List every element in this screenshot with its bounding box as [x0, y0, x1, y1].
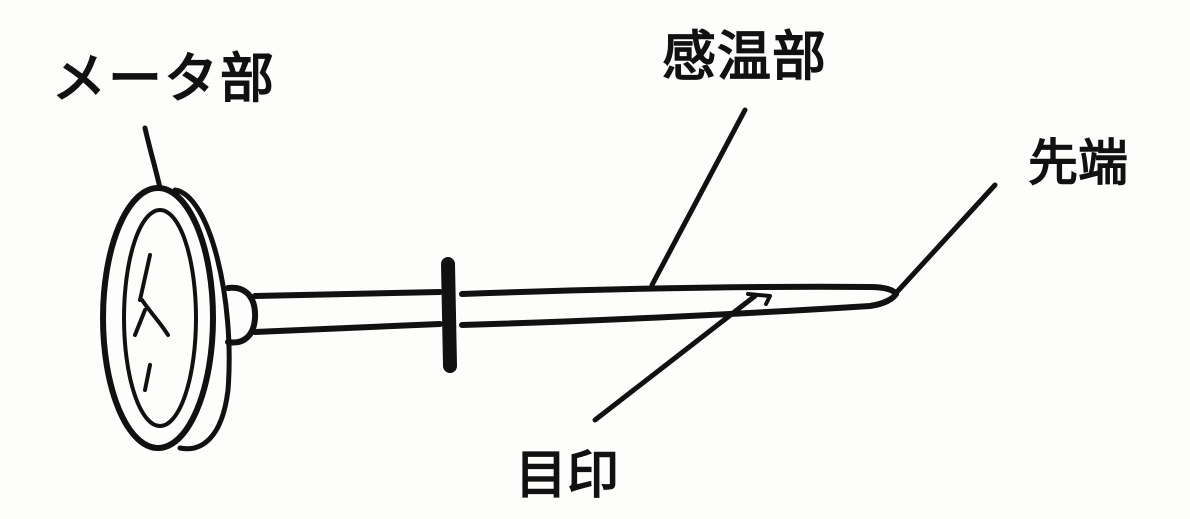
meter-hub [225, 284, 259, 346]
meter-dial-glyph [133, 253, 170, 392]
probe-top-edge [459, 283, 899, 297]
stem-collar [441, 257, 457, 373]
mark-label: 目印 [515, 446, 620, 506]
tip-leader-line [893, 182, 998, 296]
sensing-probe [459, 283, 899, 328]
meter-head [100, 185, 259, 452]
stem-top-edge [252, 289, 443, 299]
meter-label: メータ部 [52, 47, 276, 110]
meter-rim-back [172, 187, 232, 452]
meter-leader-line [142, 125, 163, 191]
mark-leader-line [592, 293, 758, 423]
stem-bottom-edge [252, 321, 443, 335]
thermometer-stem [252, 257, 457, 373]
probe-bottom-edge [459, 291, 899, 328]
meter-face-inner [122, 208, 198, 428]
sensor-label: 感温部 [662, 25, 827, 88]
tip-label: 先端 [1028, 134, 1128, 192]
sensor-leader-line [649, 107, 748, 288]
